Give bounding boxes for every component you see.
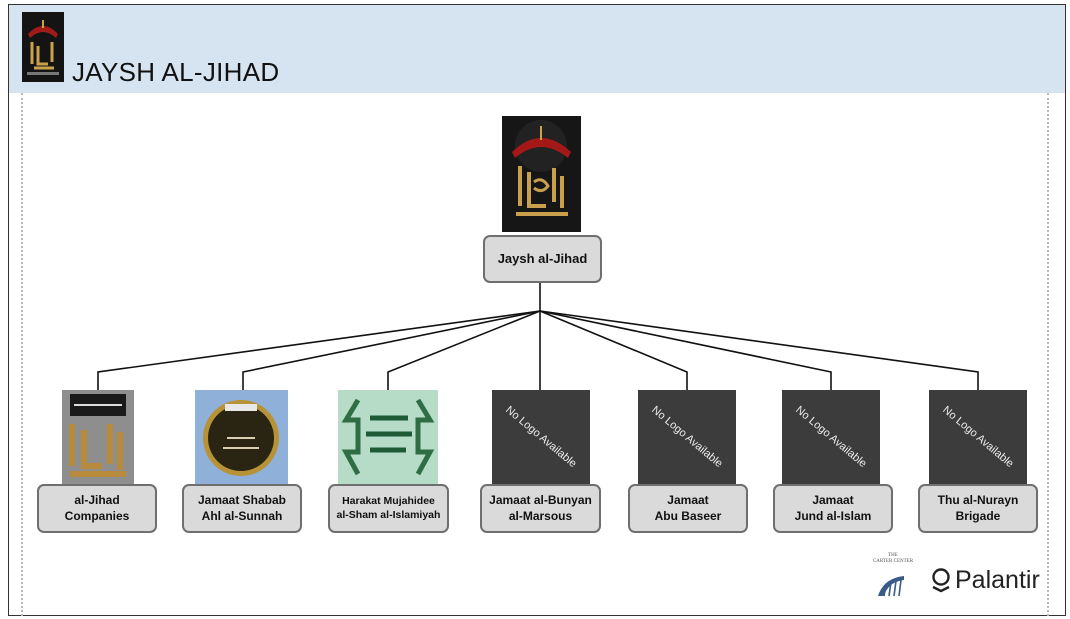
no-logo-text: No Logo Available (503, 403, 579, 471)
node-al-jihad-companies: al-Jihad Companies (37, 484, 157, 533)
left-dotted-border (21, 93, 23, 616)
connector-child-6 (539, 310, 832, 390)
node-jaysh-al-jihad: Jaysh al-Jihad (483, 235, 602, 283)
no-logo-text: No Logo Available (793, 403, 869, 471)
connector-child-2 (242, 310, 541, 392)
carter-center-logo (874, 570, 910, 605)
no-logo-placeholder: No Logo Available (929, 390, 1027, 484)
connector-child-7 (539, 310, 979, 390)
logo-al-jihad-companies (62, 390, 134, 484)
root-logo (502, 116, 581, 232)
no-logo-placeholder: No Logo Available (638, 390, 736, 484)
node-jamaat-jund-al-islam: Jamaat Jund al-Islam (773, 484, 893, 533)
header-band (9, 5, 1065, 93)
no-logo-text: No Logo Available (940, 403, 1016, 471)
palantir-logo: Palantir (931, 566, 1040, 595)
right-dotted-border (1047, 93, 1049, 616)
no-logo-placeholder: No Logo Available (492, 390, 590, 484)
logo-harakat-mujahidee (338, 390, 438, 484)
node-jamaat-al-bunyan-al-marsous: Jamaat al-Bunyan al-Marsous (480, 484, 601, 533)
connector-child-1 (97, 310, 541, 392)
no-logo-text: No Logo Available (649, 403, 725, 471)
logo-jamaat-shabab (195, 390, 288, 484)
node-jamaat-abu-baseer: Jamaat Abu Baseer (628, 484, 748, 533)
node-harakat-mujahidee: Harakat Mujahidee al-Sham al-Islamiyah (328, 484, 449, 533)
node-thu-al-nurayn-brigade: Thu al-Nurayn Brigade (918, 484, 1038, 533)
connector-child-5 (539, 310, 688, 390)
carter-center-text: THE CARTER CENTER (872, 553, 914, 564)
connector-child-3 (387, 310, 541, 392)
palantir-text: Palantir (955, 566, 1040, 594)
palantir-icon (932, 567, 950, 592)
no-logo-placeholder: No Logo Available (782, 390, 880, 484)
header-logo (22, 12, 64, 82)
page-title: JAYSH AL-JIHAD (72, 57, 280, 87)
node-jamaat-shabab-ahl-al-sunnah: Jamaat Shabab Ahl al-Sunnah (182, 484, 302, 533)
